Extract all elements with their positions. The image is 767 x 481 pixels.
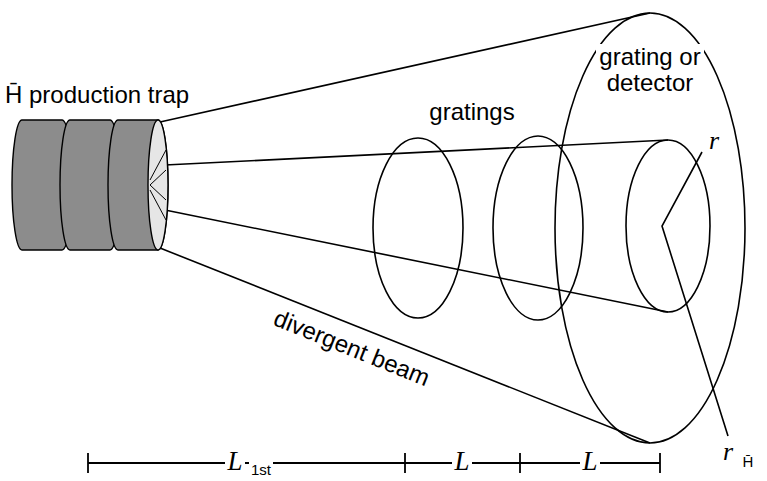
grating-ellipse bbox=[373, 138, 463, 318]
length-label: L bbox=[580, 447, 599, 477]
radius-label: r bbox=[707, 127, 721, 156]
length-label: L bbox=[452, 447, 471, 477]
length-subscript: 1st bbox=[249, 462, 273, 479]
dimension-bar bbox=[88, 453, 660, 473]
gratings-label: gratings bbox=[427, 99, 516, 125]
radius-label: r bbox=[721, 438, 735, 467]
trap-label: H̄ production trap bbox=[3, 82, 191, 108]
beam-line bbox=[160, 13, 650, 122]
inner-circle bbox=[626, 140, 710, 312]
grating-ellipse bbox=[493, 136, 583, 320]
detector-ellipse bbox=[555, 13, 745, 443]
trap-electrodes bbox=[12, 120, 168, 250]
radius-line bbox=[662, 152, 728, 436]
detector-label: grating or detector bbox=[596, 44, 704, 97]
radius-subscript: H̄ bbox=[741, 454, 756, 471]
beam-line bbox=[165, 210, 668, 312]
length-label: L bbox=[225, 447, 244, 477]
beam-line bbox=[165, 140, 668, 165]
